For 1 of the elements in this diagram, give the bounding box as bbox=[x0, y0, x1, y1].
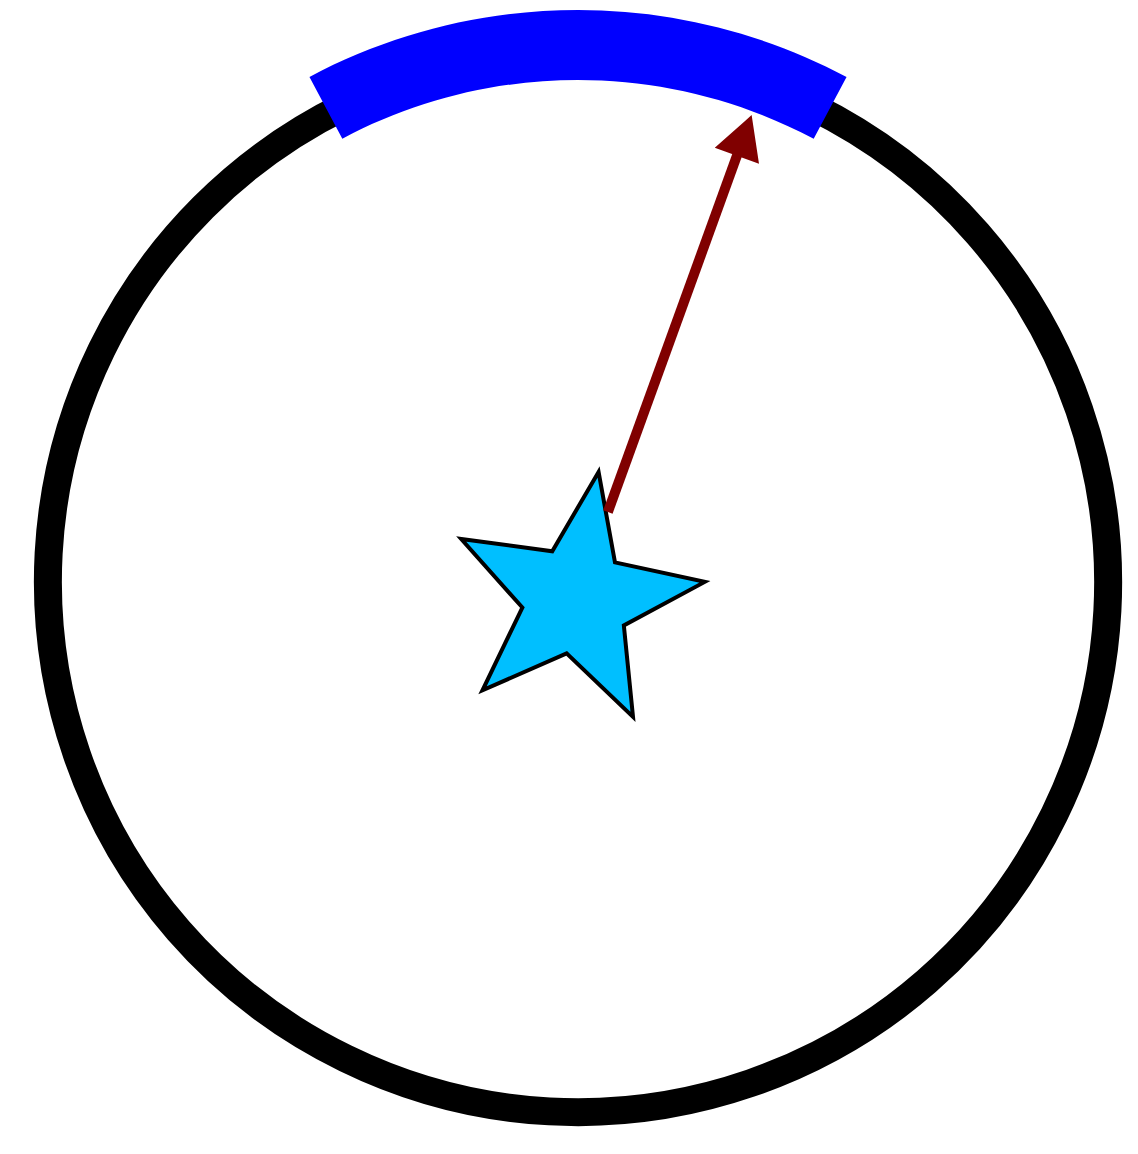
arc-band bbox=[309, 10, 847, 139]
